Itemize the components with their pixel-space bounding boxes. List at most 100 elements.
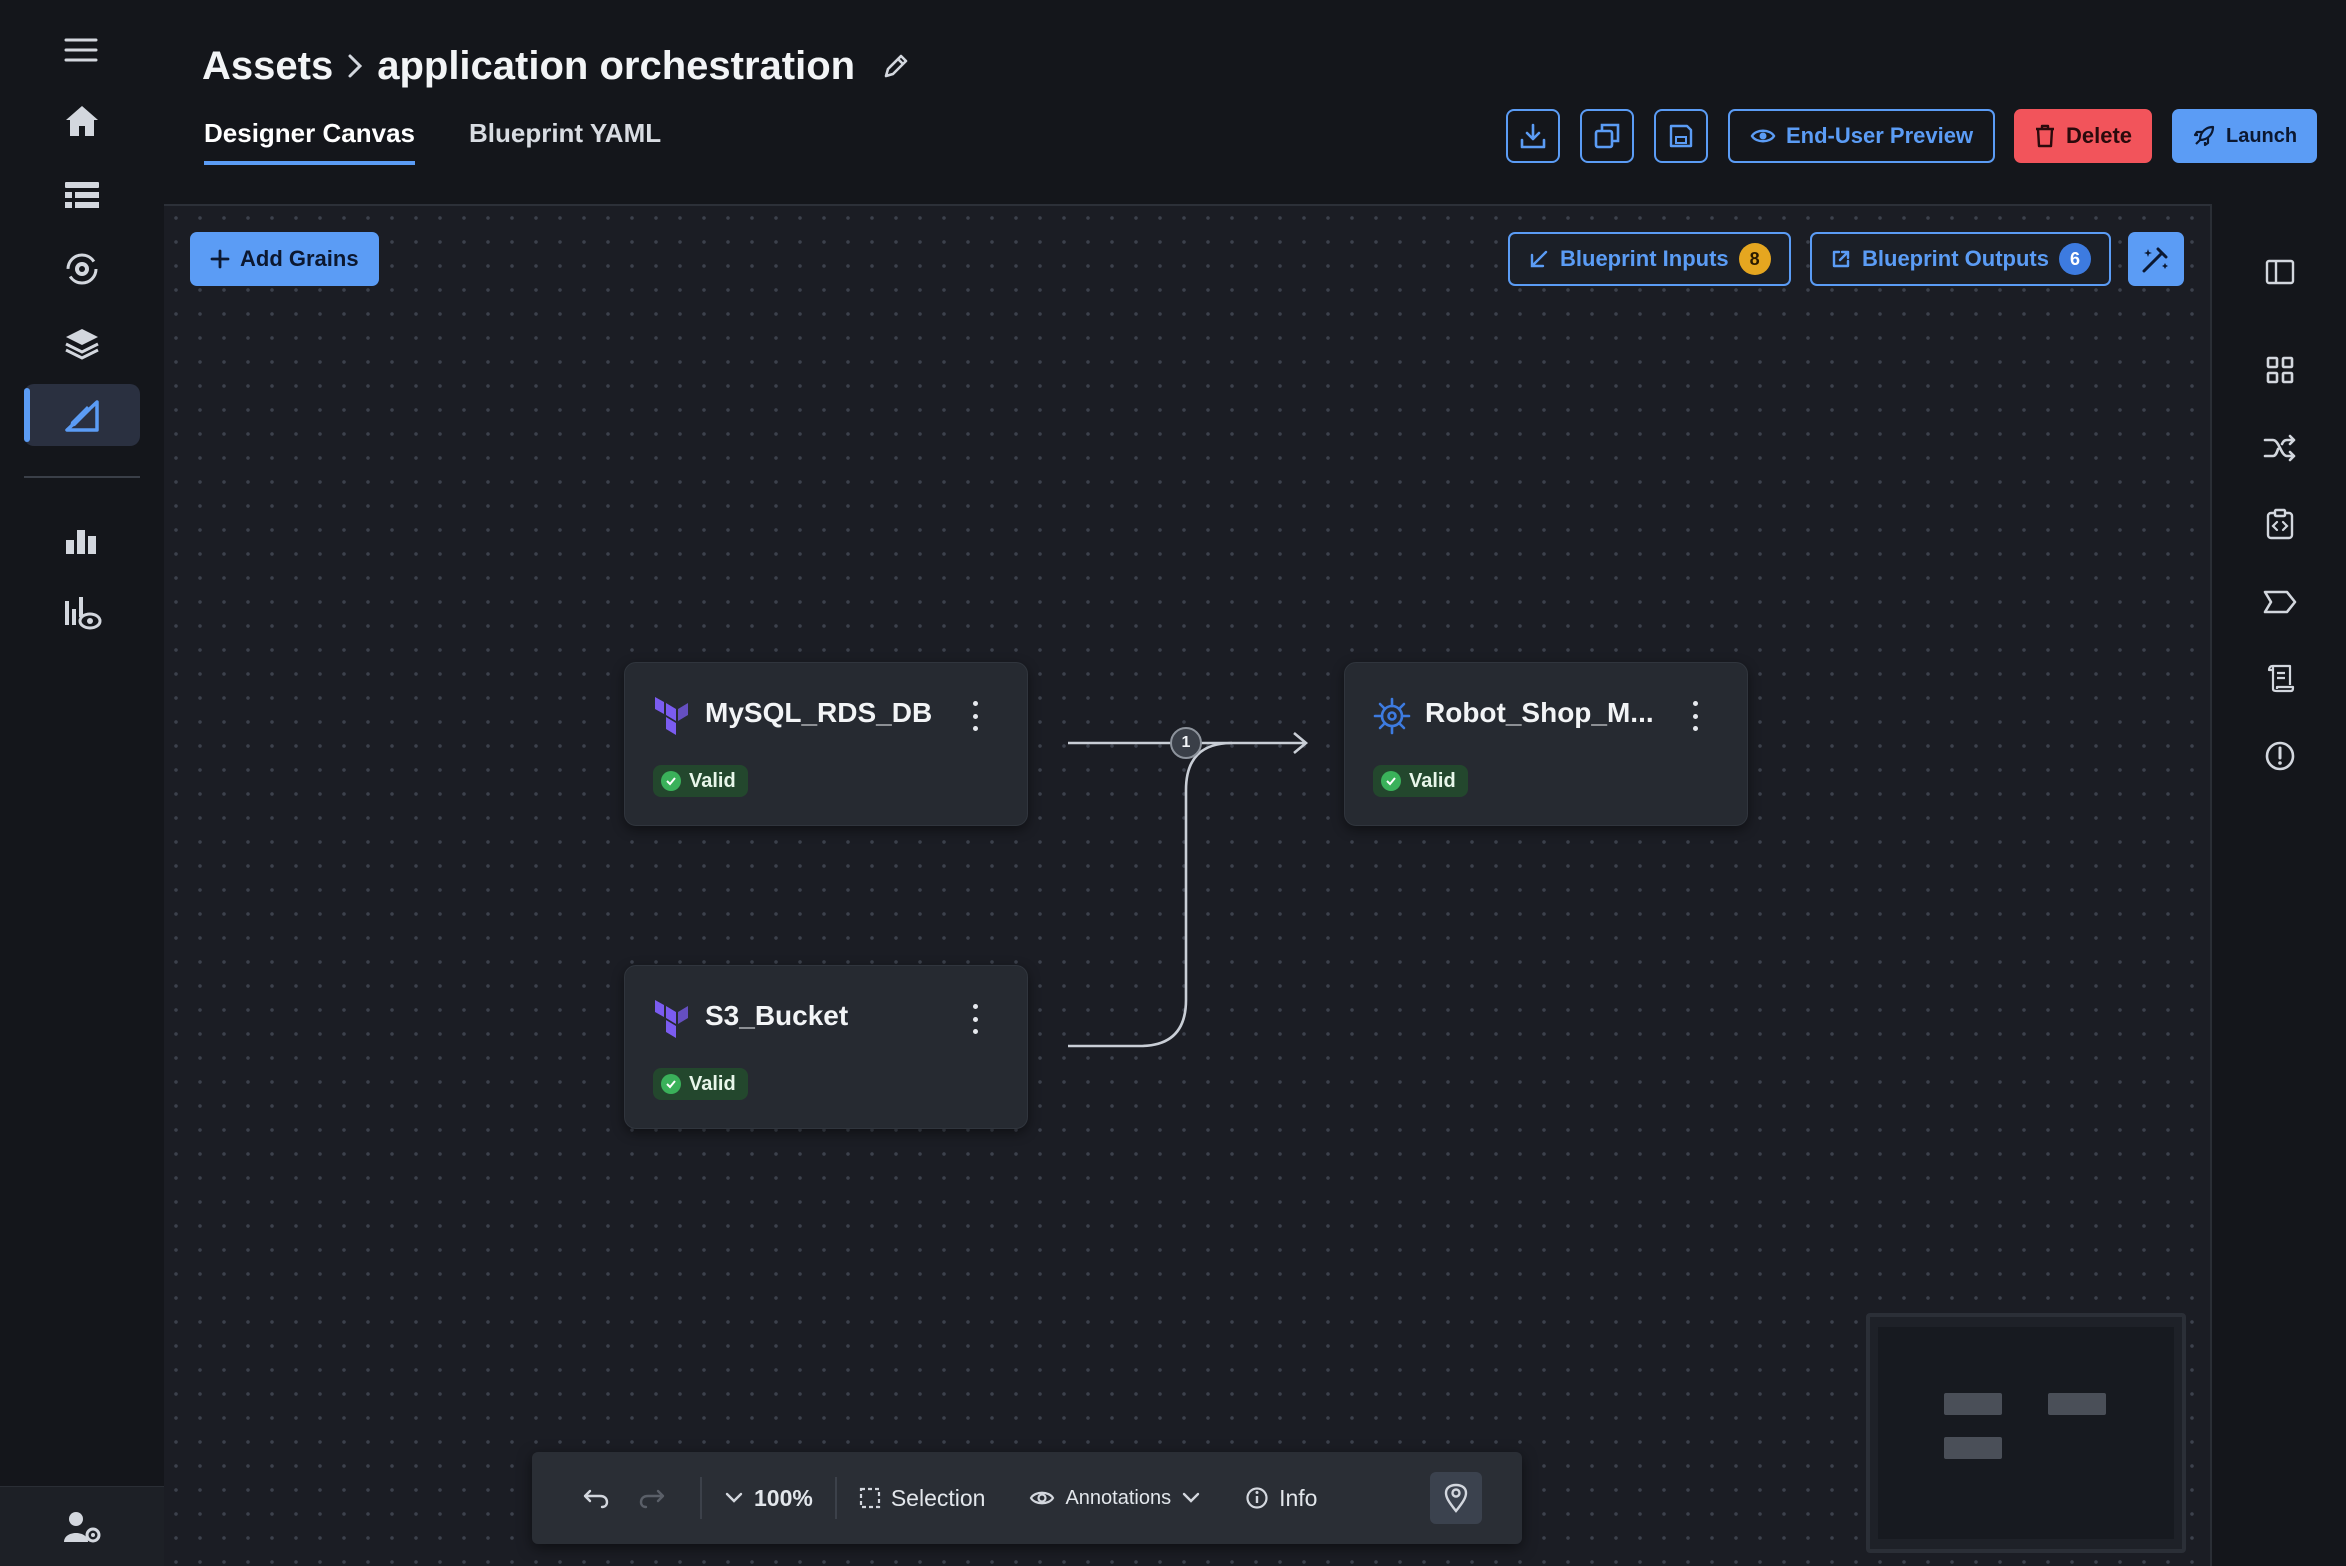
selection-label: Selection: [890, 1484, 986, 1511]
launch-label: Launch: [2226, 124, 2298, 147]
terraform-icon: [653, 697, 691, 735]
status-badge: Valid: [1373, 765, 1468, 797]
settings-cycle-icon: [63, 250, 101, 288]
nav-environments[interactable]: [24, 238, 140, 300]
node-more-menu[interactable]: [969, 1004, 981, 1034]
canvas-toolbar: 100% Selection Annotations Info: [532, 1452, 1522, 1544]
zoom-dropdown[interactable]: 100%: [702, 1485, 835, 1512]
right-sidebar: [2210, 204, 2346, 1566]
chart-eye-icon: [62, 595, 102, 631]
auto-layout-button[interactable]: [2128, 232, 2184, 286]
table-list-icon: [63, 179, 101, 211]
nav-designer[interactable]: [24, 384, 140, 446]
end-user-preview-button[interactable]: End-User Preview: [1728, 109, 1996, 163]
nav-monitoring[interactable]: [24, 582, 140, 644]
save-disk-icon: [1667, 122, 1695, 150]
nav-reports[interactable]: [24, 508, 140, 570]
status-label: Valid: [689, 769, 736, 792]
eye-icon: [1750, 126, 1776, 146]
script-scroll-icon[interactable]: [2258, 656, 2302, 700]
shuffle-icon[interactable]: [2258, 426, 2302, 470]
bar-chart-icon: [63, 522, 101, 556]
map-pin-icon: [1444, 1483, 1468, 1513]
code-clipboard-icon[interactable]: [2258, 502, 2302, 546]
user-gear-icon: [62, 1510, 102, 1544]
zoom-level: 100%: [754, 1484, 813, 1511]
breadcrumb-root[interactable]: Assets: [202, 43, 334, 88]
trash-icon: [2034, 124, 2056, 148]
terraform-icon: [653, 1000, 691, 1038]
node-more-menu[interactable]: [1689, 701, 1701, 731]
toolbar-divider: [834, 1477, 837, 1519]
node-title: S3_Bucket: [705, 1000, 849, 1031]
alert-circle-icon[interactable]: [2258, 734, 2302, 778]
blueprint-inputs-label: Blueprint Inputs: [1560, 246, 1729, 271]
layers-icon: [63, 326, 101, 360]
grain-node-s3-bucket[interactable]: S3_Bucket Valid: [624, 965, 1028, 1129]
panel-toggle-icon[interactable]: [2258, 250, 2302, 294]
left-nav: [0, 0, 164, 1566]
tab-blueprint-yaml[interactable]: Blueprint YAML: [468, 118, 662, 148]
check-circle-icon: [661, 1074, 681, 1094]
plus-icon: [210, 249, 230, 269]
end-user-preview-label: End-User Preview: [1786, 123, 1974, 148]
nav-catalog[interactable]: [24, 164, 140, 226]
edit-pencil-icon[interactable]: [881, 51, 911, 81]
blueprint-outputs-count: 6: [2058, 243, 2091, 275]
blueprint-inputs-button[interactable]: Blueprint Inputs 8: [1508, 232, 1791, 286]
nav-layers[interactable]: [24, 312, 140, 374]
nav-home[interactable]: [24, 90, 140, 152]
magic-wand-icon: [2140, 243, 2172, 275]
status-badge: Valid: [653, 1068, 748, 1100]
chevron-right-icon: [347, 53, 363, 79]
connection-lines: [1068, 732, 1309, 1048]
blueprint-outputs-button[interactable]: Blueprint Outputs 6: [1810, 232, 2111, 286]
grid-icon[interactable]: [2258, 348, 2302, 392]
redo-icon[interactable]: [638, 1487, 666, 1509]
delete-label: Delete: [2066, 123, 2133, 148]
undo-icon[interactable]: [582, 1487, 610, 1509]
eye-icon: [1029, 1489, 1055, 1507]
status-label: Valid: [689, 1072, 736, 1095]
add-grains-button[interactable]: Add Grains: [190, 232, 379, 286]
chevron-down-icon: [1181, 1491, 1201, 1505]
design-pencil-ruler-icon: [63, 396, 101, 434]
page-title: application orchestration: [377, 43, 856, 88]
save-button[interactable]: [1654, 109, 1708, 163]
node-more-menu[interactable]: [969, 701, 981, 731]
tab-bar: Designer Canvas Blueprint YAML: [204, 118, 661, 165]
add-grains-label: Add Grains: [240, 246, 359, 271]
info-button[interactable]: Info: [1223, 1485, 1339, 1512]
download-icon: [1518, 121, 1548, 151]
blueprint-outputs-label: Blueprint Outputs: [1862, 246, 2049, 271]
connection-count-badge[interactable]: 1: [1170, 727, 1202, 759]
copy-icon: [1592, 121, 1622, 151]
status-label: Valid: [1409, 769, 1456, 792]
selection-tool[interactable]: Selection: [837, 1485, 1008, 1512]
helm-icon: [1373, 697, 1411, 735]
tag-label-icon[interactable]: [2258, 580, 2302, 624]
check-circle-icon: [1381, 771, 1401, 791]
hamburger-menu-icon[interactable]: [64, 36, 98, 64]
rocket-icon: [2192, 124, 2216, 148]
home-icon: [63, 103, 101, 139]
minimap-node: [1944, 1393, 2002, 1415]
minimap-toggle-button[interactable]: [1430, 1472, 1482, 1524]
chevron-down-icon: [724, 1491, 744, 1505]
user-settings-button[interactable]: [0, 1486, 164, 1566]
delete-button[interactable]: Delete: [2014, 109, 2153, 163]
input-arrow-icon: [1528, 248, 1550, 270]
duplicate-button[interactable]: [1580, 109, 1634, 163]
info-label: Info: [1279, 1484, 1318, 1511]
minimap[interactable]: [1866, 1313, 2186, 1553]
breadcrumb: Assets application orchestration: [202, 38, 911, 94]
grain-node-robot-shop[interactable]: Robot_Shop_M... Valid: [1344, 662, 1748, 826]
grain-node-mysql[interactable]: MySQL_RDS_DB Valid: [624, 662, 1028, 826]
annotations-dropdown[interactable]: Annotations: [1007, 1487, 1223, 1510]
minimap-viewport: [1878, 1327, 2174, 1539]
tab-designer-canvas[interactable]: Designer Canvas: [204, 118, 415, 165]
launch-button[interactable]: Launch: [2172, 109, 2318, 163]
selection-box-icon: [859, 1487, 881, 1509]
download-button[interactable]: [1506, 109, 1560, 163]
node-title: Robot_Shop_M...: [1425, 697, 1654, 728]
